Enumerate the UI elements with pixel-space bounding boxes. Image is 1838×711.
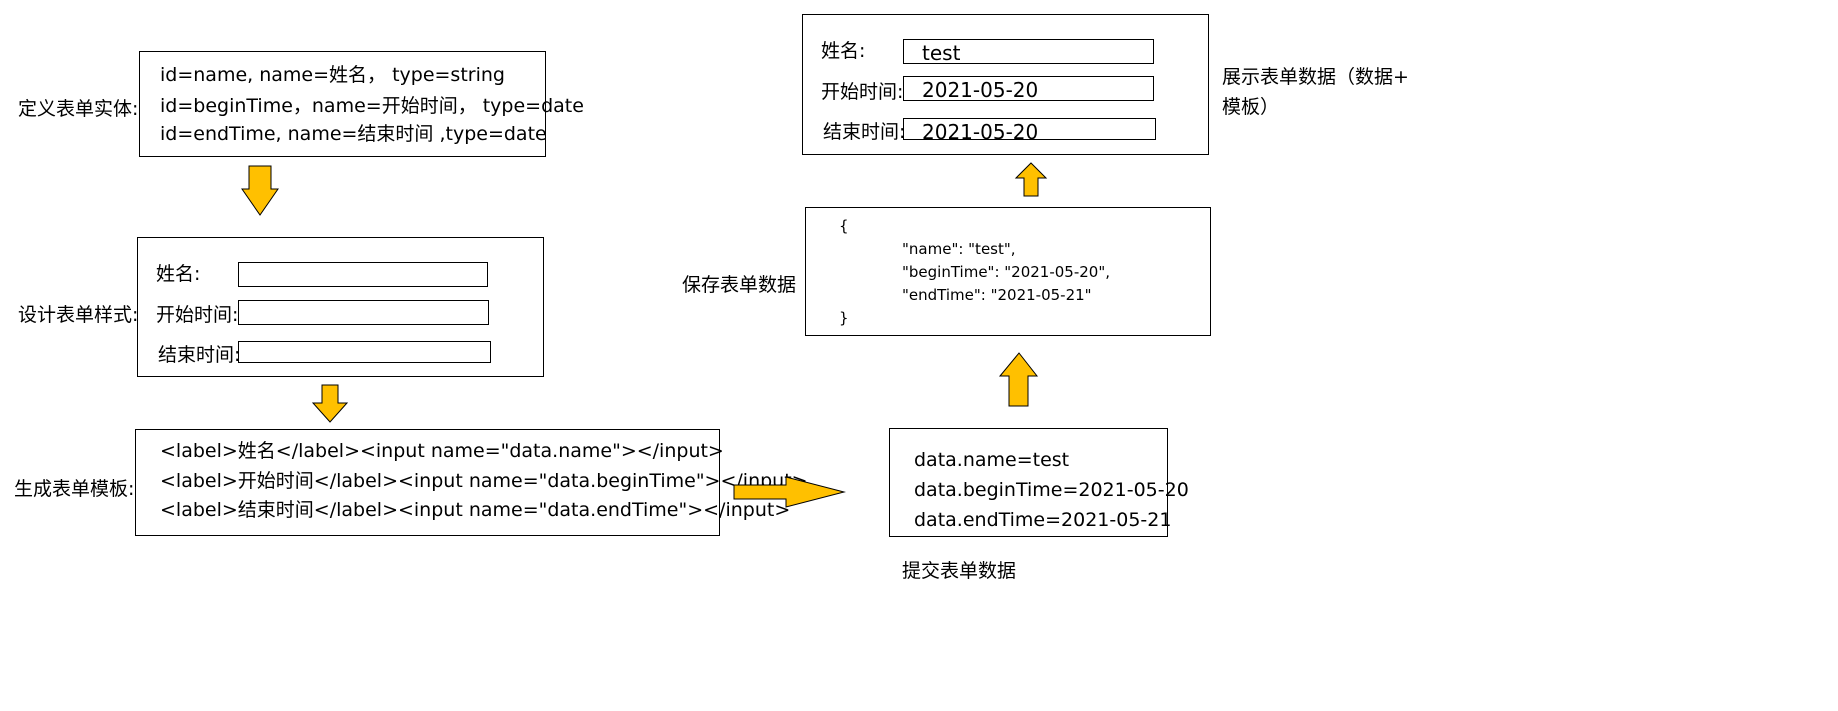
submit-data-box: data.name=test data.beginTime=2021-05-20… <box>889 428 1189 537</box>
label-display-data-line2: 模板） <box>1222 96 1280 118</box>
design-form-box: 姓名: 开始时间: 结束时间: <box>137 237 544 377</box>
arrow-submit-to-save-shape <box>998 352 1039 407</box>
submit-line-begin-time: data.beginTime=2021-05-20 <box>914 479 1189 501</box>
form-template-box: <label>姓名</label><input name="data.name"… <box>135 429 808 536</box>
display-form-box: 姓名: test 开始时间: 2021-05-20 结束时间: 2021-05-… <box>802 14 1209 155</box>
template-line-begin-time: <label>开始时间</label><input name="data.beg… <box>160 470 808 492</box>
display-input-end-time[interactable]: 2021-05-20 <box>903 118 1156 144</box>
arrow-submit-to-save <box>998 352 1039 407</box>
arrow-save-to-display <box>1014 162 1048 197</box>
entity-line-name: id=name, name=姓名， type=string <box>160 64 505 86</box>
submit-line-name: data.name=test <box>914 449 1070 471</box>
arrow-define-to-design-shape <box>241 165 279 216</box>
label-design-style: 设计表单样式: <box>18 304 139 326</box>
template-line-end-time: <label>结束时间</label><input name="data.end… <box>160 499 791 521</box>
label-submit-data: 提交表单数据 <box>902 560 1017 582</box>
arrow-design-to-template-shape <box>311 384 349 423</box>
arrow-save-to-display-shape <box>1014 162 1048 197</box>
arrow-template-to-submit <box>733 476 846 508</box>
label-define-entity: 定义表单实体: <box>18 98 139 120</box>
label-display-data-line1: 展示表单数据（数据+ <box>1222 66 1409 88</box>
entity-line-begin-time: id=beginTime，name=开始时间， type=date <box>160 95 584 117</box>
design-input-begin-time[interactable] <box>238 300 489 325</box>
design-input-name[interactable] <box>238 262 488 287</box>
design-label-begin-time: 开始时间: <box>156 304 239 326</box>
design-label-name: 姓名: <box>156 263 201 285</box>
template-line-name: <label>姓名</label><input name="data.name"… <box>160 440 724 462</box>
display-input-begin-time[interactable]: 2021-05-20 <box>903 76 1154 102</box>
json-open-brace: { <box>839 217 849 235</box>
json-line-end-time: "endTime": "2021-05-21" <box>902 286 1092 304</box>
arrow-define-to-design <box>241 165 279 216</box>
arrow-design-to-template <box>311 384 349 423</box>
design-label-end-time: 结束时间: <box>158 344 241 366</box>
json-line-name: "name": "test", <box>902 240 1016 258</box>
label-save-data: 保存表单数据 <box>682 274 797 296</box>
entity-definition-box: id=name, name=姓名， type=string id=beginTi… <box>139 51 584 157</box>
arrow-template-to-submit-shape <box>733 476 846 508</box>
json-line-begin-time: "beginTime": "2021-05-20", <box>902 263 1111 281</box>
saved-json-box: { "name": "test", "beginTime": "2021-05-… <box>805 207 1211 336</box>
entity-line-end-time: id=endTime, name=结束时间 ,type=date <box>160 123 547 145</box>
json-close-brace: } <box>839 309 849 327</box>
label-generate-template: 生成表单模板: <box>14 478 135 500</box>
submit-line-end-time: data.endTime=2021-05-21 <box>914 509 1172 531</box>
design-input-end-time[interactable] <box>238 341 491 363</box>
display-label-name: 姓名: <box>821 40 866 62</box>
display-label-end-time: 结束时间: <box>823 121 906 143</box>
display-label-begin-time: 开始时间: <box>821 81 904 103</box>
display-input-name[interactable]: test <box>903 39 1154 65</box>
